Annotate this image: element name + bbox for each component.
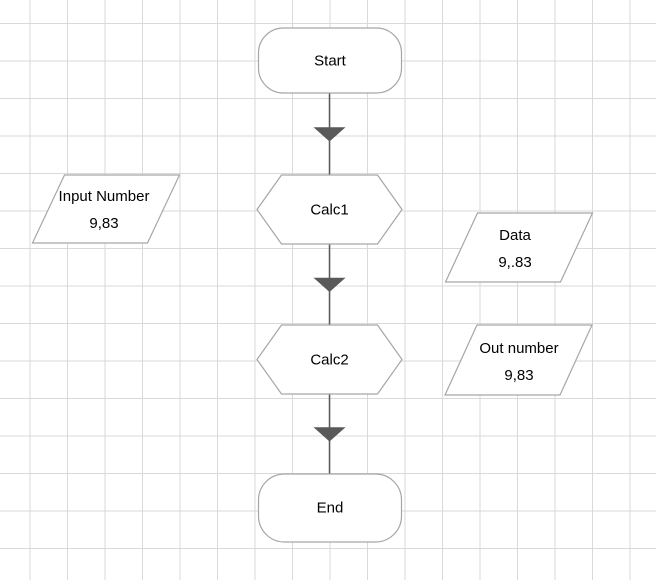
out-number-value: 9,83	[504, 366, 534, 384]
data-value: 9,.83	[498, 253, 532, 271]
input-number-label: Input Number 9,83	[59, 183, 150, 237]
connector-calc1-calc2[interactable]	[313, 244, 346, 325]
out-number-title: Out number	[479, 339, 559, 357]
out-number-shape[interactable]	[444, 324, 593, 396]
calc1-shape[interactable]	[256, 174, 403, 245]
input-number-title: Input Number	[58, 187, 150, 205]
arrowhead-down-icon	[313, 427, 346, 442]
input-number-value: 9,83	[89, 214, 119, 232]
arrowhead-down-icon	[313, 277, 346, 292]
arrowhead-down-icon	[313, 127, 346, 142]
start-label: Start	[314, 52, 346, 69]
data-title: Data	[499, 226, 531, 244]
end-shape[interactable]	[257, 473, 403, 543]
end-label: End	[316, 499, 344, 517]
data-shape[interactable]	[444, 212, 594, 283]
calc2-label: Calc2	[310, 351, 349, 368]
calc1-label: Calc1	[310, 201, 349, 218]
connector-calc2-end[interactable]	[313, 394, 346, 474]
start-shape[interactable]	[257, 27, 403, 94]
connector-start-calc1[interactable]	[313, 93, 346, 175]
out-number-label: Out number 9,83	[479, 335, 558, 389]
calc2-shape[interactable]	[256, 324, 403, 395]
data-label: Data 9,.83	[498, 222, 531, 276]
input-number-shape[interactable]	[31, 174, 181, 244]
